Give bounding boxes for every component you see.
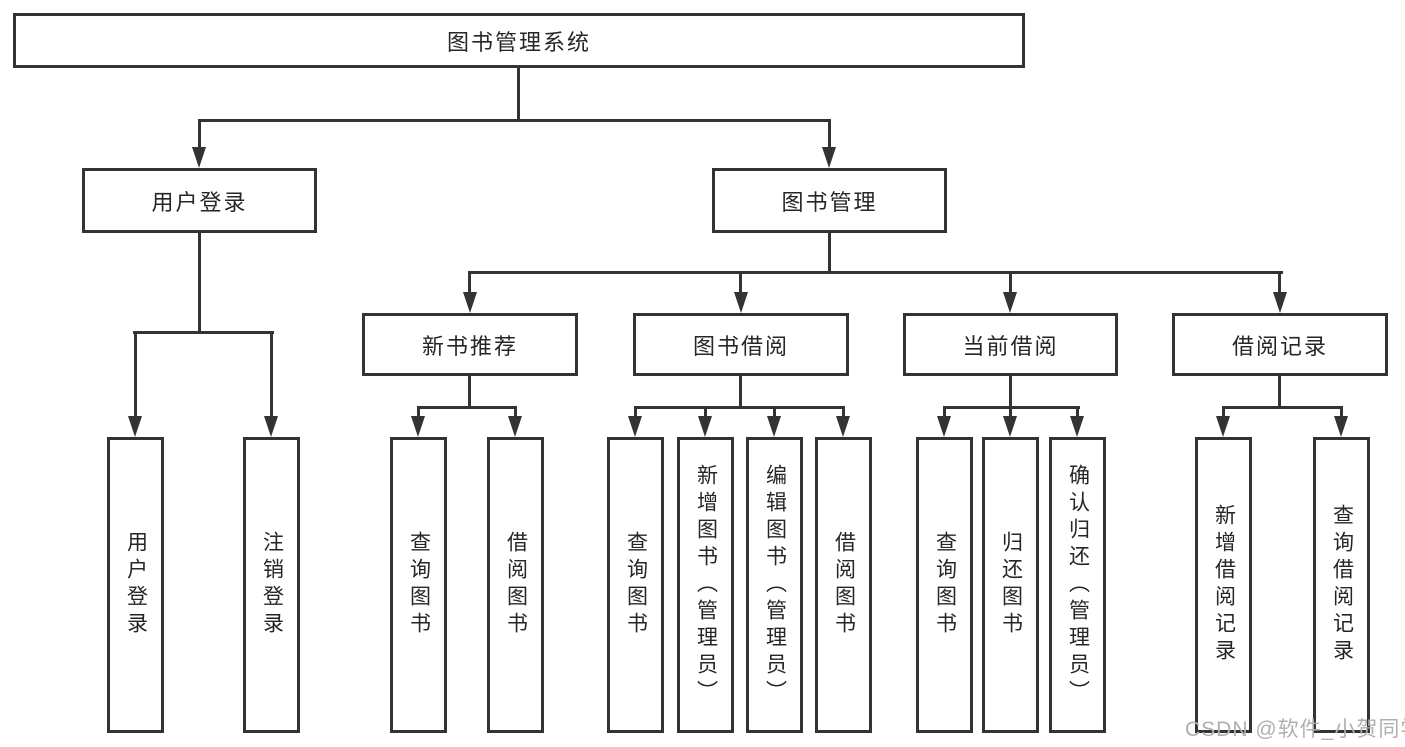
arrowhead-current-borrow <box>1003 292 1017 313</box>
arrowhead-query-books-recommend <box>411 416 425 437</box>
node-query-books-current: 查询图书 <box>916 437 973 733</box>
node-user-login: 用户登录 <box>82 168 317 233</box>
arrowhead-query-books-borrow <box>628 416 642 437</box>
arrowhead-edit-books-admin <box>767 416 781 437</box>
arrowhead-new-book-recommend <box>463 292 477 313</box>
connector-root-branch <box>198 119 831 122</box>
arrowhead-add-borrow-record <box>1216 416 1230 437</box>
node-add-borrow-record: 新增借阅记录 <box>1195 437 1252 733</box>
connector-drop-query-books-borrow <box>634 406 637 419</box>
connector-drop-query-borrow-record <box>1340 406 1343 419</box>
node-borrow-books: 借阅图书 <box>815 437 872 733</box>
connector-drop-logout <box>270 331 273 419</box>
arrowhead-book-management <box>822 147 836 168</box>
arrowhead-confirm-return <box>1070 416 1084 437</box>
connector-recommend-branch <box>417 406 517 409</box>
connector-recommend-trunk <box>468 376 471 408</box>
connector-drop-add-borrow-record <box>1222 406 1225 419</box>
connector-current-trunk <box>1009 376 1012 408</box>
node-logout-leaf: 注销登录 <box>243 437 300 733</box>
node-return-books: 归还图书 <box>982 437 1039 733</box>
node-query-books-recommend: 查询图书 <box>390 437 447 733</box>
connector-drop-book-borrow <box>739 271 742 295</box>
arrowhead-user-login-leaf <box>128 416 142 437</box>
arrowhead-user-login <box>192 147 206 168</box>
connector-borrow-branch <box>634 406 845 409</box>
connector-user-login-trunk <box>198 233 201 333</box>
connector-drop-user-login-leaf <box>134 331 137 419</box>
node-query-borrow-record: 查询借阅记录 <box>1313 437 1370 733</box>
connector-drop-borrow-books <box>842 406 845 419</box>
node-current-borrow: 当前借阅 <box>903 313 1118 376</box>
node-confirm-return-admin: 确认归还（管理员） <box>1049 437 1106 733</box>
connector-drop-add-books-admin <box>704 406 707 419</box>
connector-drop-new-book-recommend <box>468 271 471 295</box>
connector-borrow-trunk <box>739 376 742 408</box>
connector-drop-confirm-return <box>1076 406 1079 419</box>
connector-drop-query-books-recommend <box>417 406 420 419</box>
arrowhead-borrow-books <box>836 416 850 437</box>
connector-drop-user-login <box>198 119 201 150</box>
arrowhead-book-borrow <box>734 292 748 313</box>
node-edit-books-admin: 编辑图书（管理员） <box>746 437 803 733</box>
connector-drop-borrow-books-recommend <box>514 406 517 419</box>
node-add-books-admin: 新增图书（管理员） <box>677 437 734 733</box>
csdn-watermark: CSDN @软件_小贺同学 <box>1185 718 1405 741</box>
connector-drop-book-management <box>828 119 831 150</box>
node-library-system: 图书管理系统 <box>13 13 1025 68</box>
arrowhead-borrow-records <box>1273 292 1287 313</box>
connector-records-branch <box>1222 406 1343 409</box>
arrowhead-return-books <box>1003 416 1017 437</box>
node-new-book-recommend: 新书推荐 <box>362 313 578 376</box>
connector-records-trunk <box>1278 376 1281 408</box>
node-user-login-leaf: 用户登录 <box>107 437 164 733</box>
connector-root-trunk <box>517 68 520 120</box>
arrowhead-borrow-books-recommend <box>508 416 522 437</box>
node-book-borrow: 图书借阅 <box>633 313 849 376</box>
arrowhead-add-books-admin <box>698 416 712 437</box>
connector-drop-return-books <box>1009 406 1012 419</box>
node-query-books-borrow: 查询图书 <box>607 437 664 733</box>
node-book-management: 图书管理 <box>712 168 947 233</box>
connector-book-management-trunk <box>828 233 831 274</box>
connector-book-management-branch <box>470 271 1283 274</box>
connector-user-login-branch <box>133 331 274 334</box>
node-borrow-records: 借阅记录 <box>1172 313 1388 376</box>
connector-drop-current-borrow <box>1009 271 1012 295</box>
connector-drop-query-books-current <box>943 406 946 419</box>
connector-drop-borrow-records <box>1278 271 1281 295</box>
arrowhead-query-borrow-record <box>1334 416 1348 437</box>
arrowhead-query-books-current <box>937 416 951 437</box>
connector-drop-edit-books-admin <box>773 406 776 419</box>
arrowhead-logout <box>264 416 278 437</box>
node-borrow-books-recommend: 借阅图书 <box>487 437 544 733</box>
